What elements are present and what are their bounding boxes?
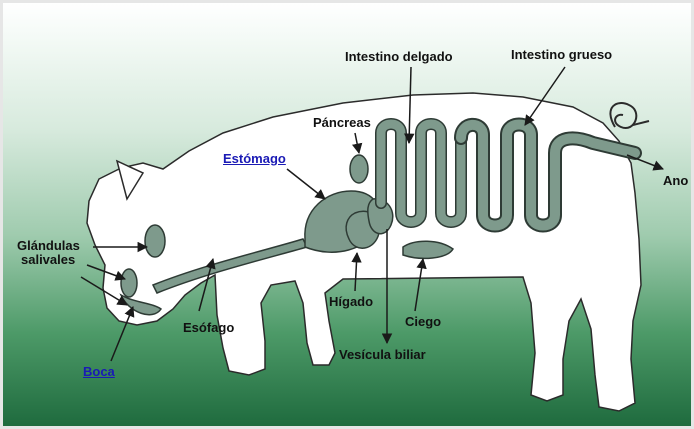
label-pancreas: Páncreas xyxy=(313,116,371,130)
label-glandulas-salivales: Glándulas salivales xyxy=(17,239,80,267)
label-higado: Hígado xyxy=(329,295,373,309)
label-intestino-delgado: Intestino delgado xyxy=(345,50,453,64)
label-vesicula-biliar: Vesícula biliar xyxy=(339,348,426,362)
label-glandulas-line2: salivales xyxy=(21,252,75,267)
label-ano: Ano xyxy=(663,174,688,188)
label-esofago: Esófago xyxy=(183,321,234,335)
label-intestino-grueso: Intestino grueso xyxy=(511,48,612,62)
link-boca[interactable]: Boca xyxy=(83,365,115,379)
label-glandulas-line1: Glándulas xyxy=(17,238,80,253)
arrow-ano xyxy=(627,155,663,169)
link-estomago[interactable]: Estómago xyxy=(223,152,286,166)
label-ciego: Ciego xyxy=(405,315,441,329)
